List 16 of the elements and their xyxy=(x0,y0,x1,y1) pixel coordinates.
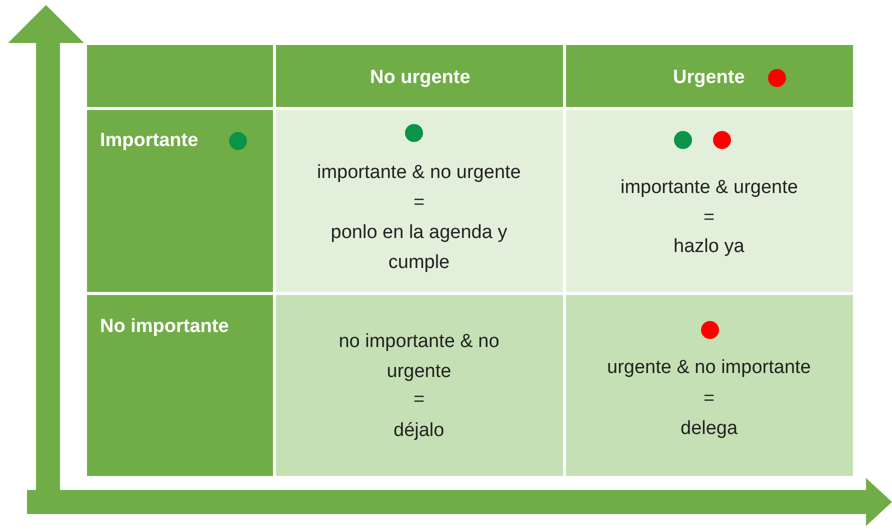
quadrant-text: déjalo xyxy=(394,419,444,443)
quadrant-text: no importante & no urgente xyxy=(338,330,500,384)
row-header: No importante xyxy=(100,315,229,339)
column-header: No urgente xyxy=(370,66,470,90)
quadrant-text: = xyxy=(704,206,715,230)
quadrant-text: = xyxy=(414,191,425,215)
quadrant-text: importante & no urgente xyxy=(317,161,521,185)
row-header: Importante xyxy=(100,129,198,153)
column-header: Urgente xyxy=(673,66,745,90)
quadrant-text: importante & urgente xyxy=(620,176,798,200)
quadrant-text: delega xyxy=(680,417,738,441)
quadrant-text: = xyxy=(704,387,715,411)
quadrant-text: = xyxy=(414,388,425,412)
quadrant-text: ponlo en la agenda y cumple xyxy=(330,221,508,275)
quadrant-text: hazlo ya xyxy=(674,235,744,259)
quadrant-text: urgente & no importante xyxy=(607,356,811,380)
